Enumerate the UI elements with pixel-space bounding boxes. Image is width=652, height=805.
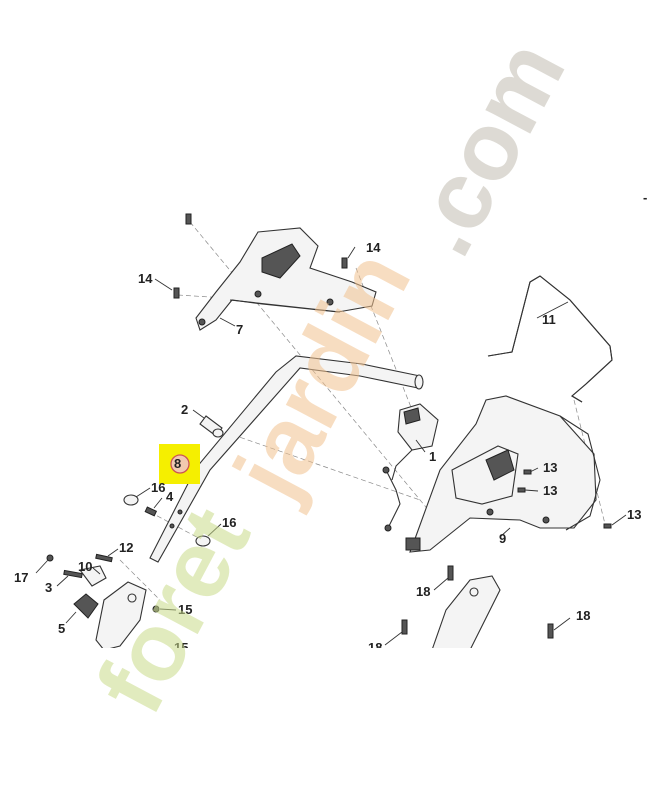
handle-tube-part: [149, 355, 424, 563]
screw-part: [173, 213, 348, 299]
diagram-crop-mask: [0, 648, 652, 800]
lower-bracket-part: [431, 575, 501, 651]
part-label-15: 15: [178, 602, 192, 617]
part-label-10: 10: [78, 559, 92, 574]
part-label-16: 16: [222, 515, 236, 530]
leader-lines: [35, 246, 627, 646]
part-label-18: 18: [416, 584, 430, 599]
bail-wire-part: [487, 275, 613, 403]
part-label-9: 9: [499, 531, 506, 546]
part-label-14: 14: [366, 240, 381, 255]
part-label-17: 17: [14, 570, 28, 585]
part-label-5: 5: [58, 621, 65, 636]
part-label-7: 7: [236, 322, 243, 337]
part-label-8: 8: [174, 456, 181, 471]
part-label-1: 1: [429, 449, 436, 464]
lock-lever-assembly: [46, 553, 160, 651]
handle-frame-part: [405, 395, 601, 553]
watermark: foret jardin .com: [76, 24, 586, 730]
control-switch-part: [391, 403, 439, 481]
part-label-13: 13: [543, 483, 557, 498]
edge-mark: -: [643, 190, 647, 205]
part-8-highlight: [159, 444, 200, 484]
part-label-11: 11: [542, 312, 556, 327]
part-label-13: 13: [543, 460, 557, 475]
part-label-18: 18: [576, 608, 590, 623]
sleeve-part: [199, 415, 224, 438]
wire-harness-part: [382, 466, 401, 532]
washer-part: [123, 494, 211, 547]
part-label-2: 2: [181, 402, 188, 417]
part-label-12: 12: [119, 540, 133, 555]
watermark-text-com: .com: [386, 24, 586, 272]
part-label-13: 13: [627, 507, 641, 522]
part-label-14: 14: [138, 271, 153, 286]
part-label-4: 4: [166, 489, 174, 504]
part-label-16: 16: [151, 480, 165, 495]
part-labels: 14 14 7 2 1 11 13 13 13 9 8 16 4 16 12 1…: [14, 190, 647, 655]
bolt-part: [401, 565, 554, 639]
part-label-3: 3: [45, 580, 52, 595]
console-cover-part: [195, 227, 377, 331]
